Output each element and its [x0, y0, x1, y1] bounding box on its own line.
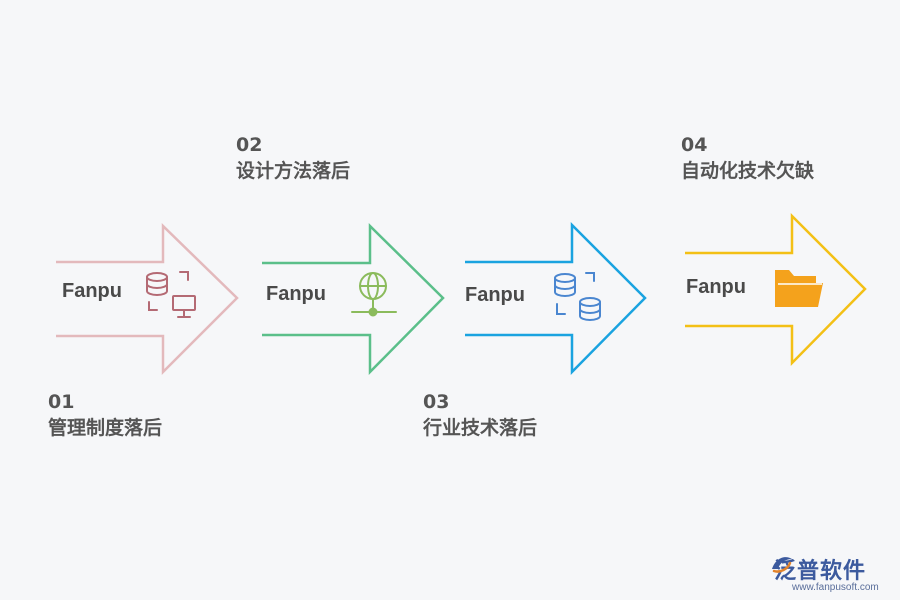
step-number: 03 [423, 391, 450, 413]
step-02: 02 设计方法落后 [236, 133, 350, 185]
step-title: 自动化技术欠缺 [681, 160, 815, 182]
logo-url: www.fanpusoft.com [792, 582, 879, 593]
folder-icon [775, 270, 823, 307]
step-title: 行业技术落后 [423, 417, 538, 439]
logo-mark-icon [772, 557, 792, 573]
step-title: 管理制度落后 [48, 417, 163, 439]
arrow-4 [685, 212, 867, 367]
arrow-3-label: Fanpu [465, 284, 525, 306]
step-number: 01 [48, 391, 75, 413]
step-04: 04 自动化技术欠缺 [681, 133, 814, 185]
brand-logo: 泛普软件 [770, 553, 866, 585]
step-number: 02 [236, 134, 263, 156]
arrow-4-label: Fanpu [686, 276, 746, 298]
step-01: 01 管理制度落后 [48, 390, 162, 442]
step-number: 04 [681, 134, 708, 156]
step-title: 设计方法落后 [236, 160, 351, 182]
arrow-1 [56, 223, 239, 376]
arrow-2 [262, 223, 445, 376]
arrow-2-label: Fanpu [266, 283, 326, 305]
database-computer-icon [146, 271, 196, 318]
arrow-1-label: Fanpu [62, 280, 122, 302]
step-03: 03 行业技术落后 [423, 390, 537, 442]
arrow-3 [465, 221, 647, 376]
database-sync-icon [554, 272, 601, 321]
globe-network-icon [351, 272, 397, 317]
